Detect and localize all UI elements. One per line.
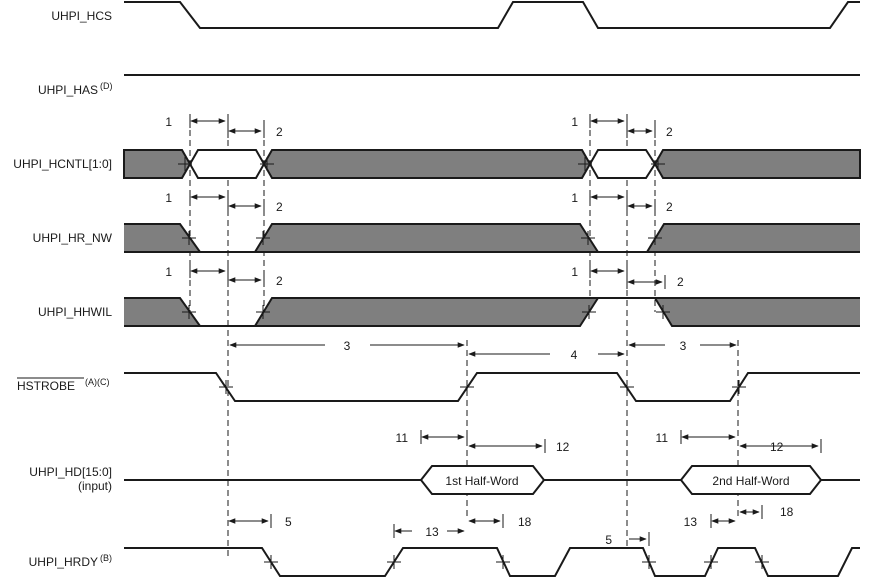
timing-label-13: 13 bbox=[684, 515, 698, 529]
timing-label-3: 3 bbox=[344, 339, 351, 353]
signal-label-has: UHPI_HAS bbox=[38, 83, 98, 97]
timing-label-18: 18 bbox=[518, 515, 532, 529]
signal-label-hrnw: UHPI_HR_NW bbox=[33, 231, 113, 245]
waveform-hhwil bbox=[124, 297, 860, 327]
signal-label-hd-input: (input) bbox=[78, 479, 112, 493]
timing-label-1: 1 bbox=[571, 265, 578, 279]
waveform-hd: 1st Half-Word 2nd Half-Word bbox=[124, 465, 860, 495]
timing-label-11: 11 bbox=[656, 431, 669, 445]
timing-label-13: 13 bbox=[425, 525, 439, 539]
waveform-hrnw bbox=[124, 223, 860, 253]
timing-label-2: 2 bbox=[666, 125, 673, 139]
timing-label-2: 2 bbox=[666, 200, 673, 214]
signal-label-hstrobe-note: (A)(C) bbox=[85, 377, 110, 387]
timing-label-5: 5 bbox=[285, 515, 292, 529]
signal-label-hd: UHPI_HD[15:0] bbox=[29, 465, 112, 479]
signal-label-hrdy-note: (B) bbox=[100, 553, 112, 563]
timing-label-18: 18 bbox=[780, 505, 794, 519]
timing-label-2: 2 bbox=[276, 274, 283, 288]
waveform-hrdy bbox=[124, 547, 860, 577]
timing-label-2: 2 bbox=[276, 200, 283, 214]
signal-label-hcntl: UHPI_HCNTL[1:0] bbox=[13, 157, 112, 171]
timing-label-2: 2 bbox=[276, 125, 283, 139]
timing-label-1: 1 bbox=[165, 115, 172, 129]
transition-ticks bbox=[178, 157, 769, 569]
bus-label-first-half-word: 1st Half-Word bbox=[445, 474, 518, 488]
timing-label-3: 3 bbox=[680, 339, 687, 353]
waveform-hcs bbox=[124, 0, 860, 29]
timing-label-12: 12 bbox=[770, 440, 784, 454]
timing-label-2: 2 bbox=[677, 275, 684, 289]
signal-labels: UHPI_HCS UHPI_HAS (D) UHPI_HCNTL[1:0] UH… bbox=[13, 9, 112, 569]
timing-label-11: 11 bbox=[396, 431, 409, 445]
timing-label-1: 1 bbox=[165, 191, 172, 205]
signal-label-hcs: UHPI_HCS bbox=[51, 9, 112, 23]
waveform-hstrobe bbox=[124, 372, 860, 402]
timing-dimensions: 1 2 1 2 1 2 1 2 1 bbox=[165, 114, 822, 547]
timing-label-1: 1 bbox=[571, 191, 578, 205]
signal-label-hrdy: UHPI_HRDY bbox=[29, 555, 98, 569]
signal-label-hhwil: UHPI_HHWIL bbox=[38, 305, 112, 319]
timing-label-4: 4 bbox=[571, 348, 578, 362]
signal-label-hstrobe: HSTROBE bbox=[17, 379, 75, 393]
signal-label-has-note: (D) bbox=[100, 81, 113, 91]
timing-label-1: 1 bbox=[165, 265, 172, 279]
timing-label-5: 5 bbox=[605, 533, 612, 547]
timing-label-12: 12 bbox=[556, 440, 570, 454]
waveform-hcntl bbox=[123, 149, 861, 179]
bus-label-second-half-word: 2nd Half-Word bbox=[712, 474, 789, 488]
timing-label-1: 1 bbox=[571, 115, 578, 129]
